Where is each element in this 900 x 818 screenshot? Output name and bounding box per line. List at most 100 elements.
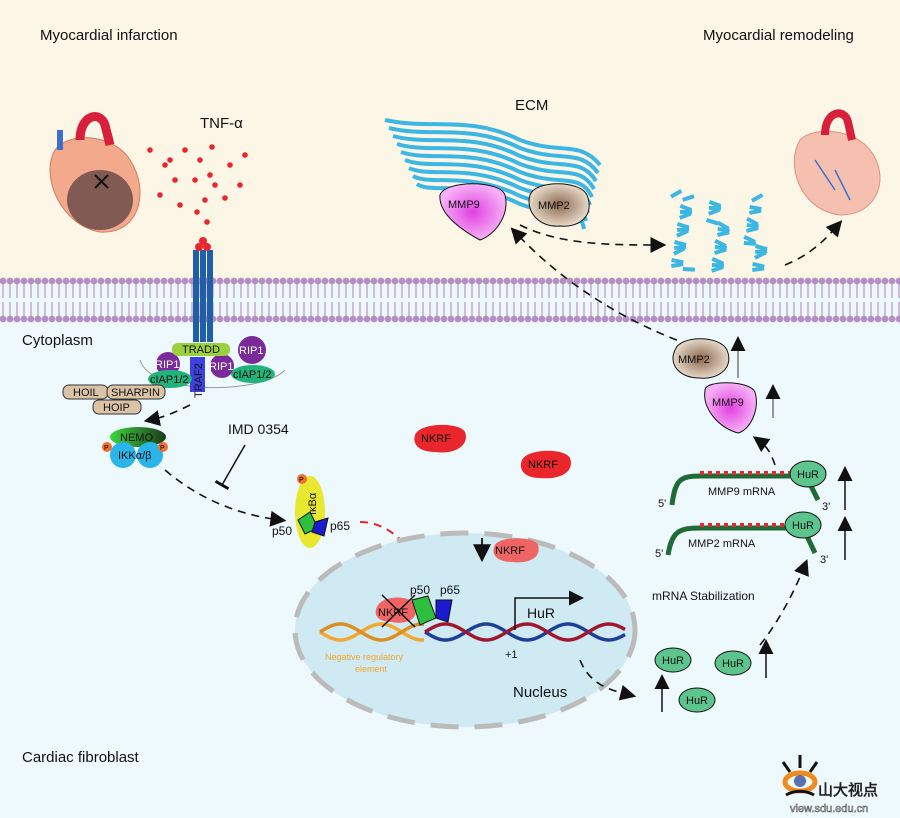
svg-text:p65: p65 — [330, 519, 350, 533]
ikba-p50-p65-complex: P IκBα p50 p65 — [272, 474, 350, 548]
mmp-degrades-ecm-arrow — [519, 224, 667, 253]
lipid-head — [559, 277, 567, 285]
degraded-ecm-fragments — [670, 189, 768, 273]
svg-text:cIAP1/2: cIAP1/2 — [233, 369, 272, 381]
lipid-head — [321, 315, 329, 323]
lipid-head — [790, 315, 798, 323]
tnf-dot — [192, 177, 198, 183]
ecm-fragment — [717, 221, 730, 231]
mrna-bead — [732, 523, 736, 527]
mrna-bead — [740, 523, 744, 527]
lipid-head — [860, 315, 868, 323]
hur-gene-label: HuR — [527, 605, 555, 621]
tnf-dot — [207, 172, 213, 178]
mrna-bead — [756, 471, 760, 475]
imd-inhibition-line — [214, 444, 246, 491]
tnf-dot — [197, 157, 203, 163]
lipid-head — [55, 315, 63, 323]
svg-text:NKRF: NKRF — [495, 545, 525, 557]
transcription-start-site-label: +1 — [505, 649, 518, 661]
lipid-head — [699, 277, 707, 285]
lipid-head — [34, 277, 42, 285]
lipid-head — [314, 277, 322, 285]
lipid-head — [818, 315, 826, 323]
lipid-head — [867, 277, 875, 285]
lipid-head — [118, 277, 126, 285]
lipid-head — [349, 277, 357, 285]
lipid-head — [755, 315, 763, 323]
svg-text:NKRF: NKRF — [421, 433, 451, 445]
lipid-head — [531, 315, 539, 323]
mrna-bead — [772, 523, 776, 527]
ecm-fiber — [400, 150, 594, 198]
lipid-head — [90, 315, 98, 323]
lipid-head — [244, 315, 252, 323]
lipid-head — [223, 277, 231, 285]
lipid-head — [139, 315, 147, 323]
lipid-head — [356, 277, 364, 285]
tnf-dot — [147, 147, 153, 153]
ecm-fragment — [680, 210, 692, 214]
ecm-fragment — [714, 239, 727, 248]
lipid-head — [377, 315, 385, 323]
ecm-fiber — [384, 118, 602, 167]
svg-text:RIP1: RIP1 — [239, 345, 263, 357]
lipid-head — [503, 315, 511, 323]
lipid-head — [447, 277, 455, 285]
lipid-head — [286, 277, 294, 285]
lipid-head — [300, 315, 308, 323]
ikba-phosphorylation-arrow — [164, 469, 287, 527]
lubac-complex: HOIL SHARPIN HOIP — [62, 384, 166, 415]
tnf-dot — [209, 144, 215, 150]
hur-protein-3: HuR — [678, 687, 716, 713]
lipid-head — [160, 277, 168, 285]
tnf-dot — [167, 157, 173, 163]
tnf-receptor — [193, 237, 213, 342]
svg-text:MMP2 mRNA: MMP2 mRNA — [688, 538, 756, 550]
lipid-head — [748, 315, 756, 323]
lipid-head — [76, 315, 84, 323]
ecm-fragment — [711, 257, 725, 266]
ecm-fragment — [749, 205, 762, 212]
ecm-label: ECM — [515, 97, 548, 114]
lipid-head — [398, 277, 406, 285]
lipid-head — [230, 277, 238, 285]
cell-membrane — [0, 277, 900, 323]
lipid-head — [62, 277, 70, 285]
mrna-bead — [748, 523, 752, 527]
mrna-bead — [780, 471, 784, 475]
lipid-head — [776, 277, 784, 285]
lipid-head — [216, 277, 224, 285]
lipid-head — [811, 315, 819, 323]
lipid-head — [482, 315, 490, 323]
svg-text:p65: p65 — [440, 583, 460, 597]
tnf-dot — [227, 162, 233, 168]
svg-text:IKKα/β: IKKα/β — [118, 450, 151, 462]
lipid-head — [307, 315, 315, 323]
svg-text:P: P — [160, 445, 165, 452]
svg-text:MMP9 mRNA: MMP9 mRNA — [708, 486, 776, 498]
lipid-head — [496, 277, 504, 285]
mrna-bead — [716, 471, 720, 475]
tnf-dot — [162, 162, 168, 168]
tnf-dot — [237, 182, 243, 188]
lipid-head — [461, 277, 469, 285]
lipid-head — [748, 277, 756, 285]
mmp2-protein-ecm: MMP2 — [528, 183, 590, 227]
lipid-head — [104, 277, 112, 285]
infarcted-heart-icon — [49, 112, 141, 233]
lipid-head — [27, 277, 35, 285]
lipid-head — [510, 277, 518, 285]
lipid-head — [566, 277, 574, 285]
lipid-head — [769, 277, 777, 285]
svg-text:HuR: HuR — [686, 695, 708, 707]
lipid-head — [426, 315, 434, 323]
nucleus-label: Nucleus — [513, 684, 567, 701]
lipid-head — [545, 277, 553, 285]
svg-text:cIAP1/2: cIAP1/2 — [150, 374, 189, 386]
lipid-head — [384, 277, 392, 285]
lipid-head — [349, 315, 357, 323]
tnf-dot — [172, 177, 178, 183]
lipid-head — [706, 277, 714, 285]
lipid-head — [293, 277, 301, 285]
